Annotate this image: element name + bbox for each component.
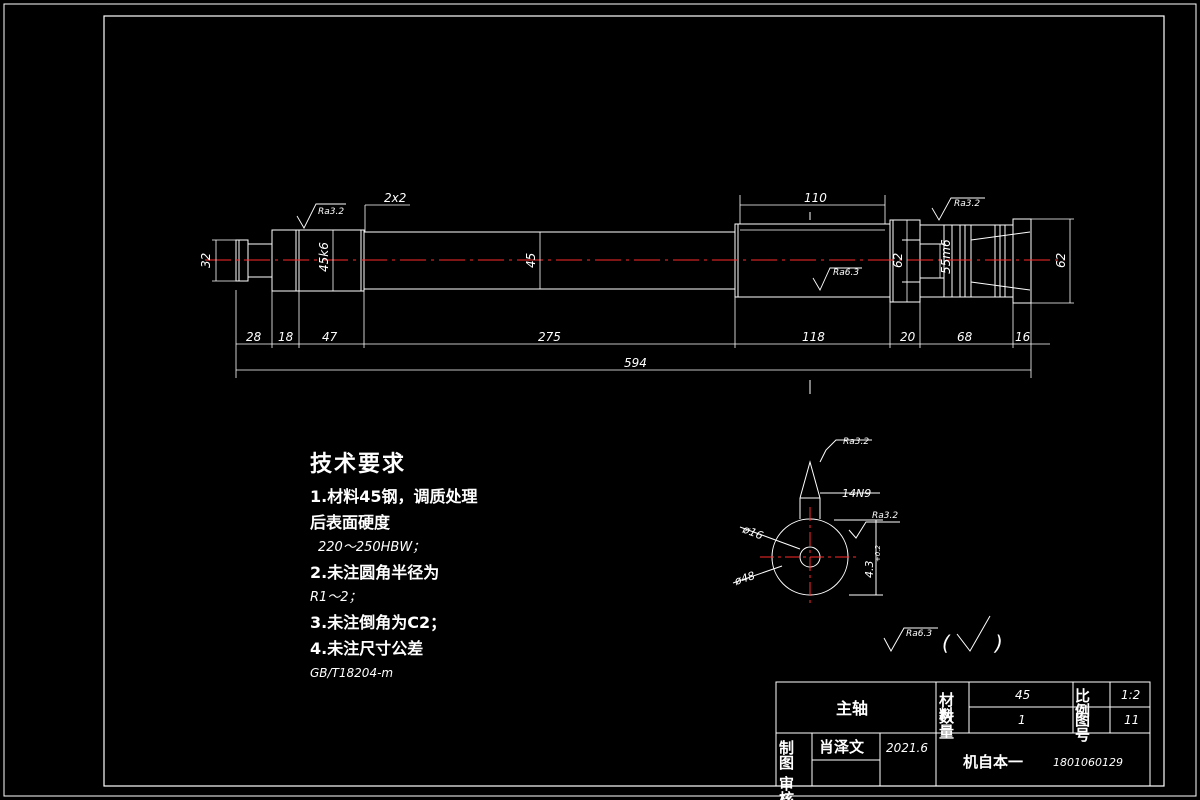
paren-right: ) <box>993 631 1003 655</box>
designer-name: 肖泽文 <box>819 738 865 756</box>
keyway-label: 14N9 <box>842 487 871 500</box>
student-no: 1801060129 <box>1053 756 1123 769</box>
note-line-8: GB/T18204-m <box>310 666 394 680</box>
dim-depth-tol: +0.2 <box>874 544 882 562</box>
ra-general: Ra6.3 <box>906 629 932 639</box>
dim-594: 594 <box>624 356 647 370</box>
notes-heading: 技术要求 <box>310 452 407 477</box>
note-line-1: 1.材料45钢，调质处理 <box>310 487 478 506</box>
ra-main-3: Ra3.2 <box>954 199 980 209</box>
dim-45k6: 45k6 <box>317 242 331 272</box>
dim-28: 28 <box>246 330 262 344</box>
school-class: 机自本一 <box>963 753 1023 771</box>
technical-requirements: 技术要求 1.材料45钢，调质处理 后表面硬度 220〜250HBW； 2.未注… <box>310 446 477 684</box>
general-roughness <box>883 615 991 653</box>
inner-frame <box>103 15 1165 787</box>
dim-62-a: 62 <box>891 253 905 268</box>
paren-left: ( <box>942 631 951 655</box>
dim-275: 275 <box>538 330 561 344</box>
note-line-7: 4.未注尺寸公差 <box>310 639 424 658</box>
label-drawn: 制图 <box>777 739 795 771</box>
diameter-dims <box>212 218 1074 304</box>
dim-55m6: 55m6 <box>939 239 953 274</box>
ra-main-2: Ra6.3 <box>833 268 859 278</box>
ra-section-2: Ra3.2 <box>872 511 898 521</box>
shaft-outline <box>235 218 1032 304</box>
roughness-symbols <box>296 197 985 291</box>
roughness-labels: Ra3.2 Ra6.3 Ra3.2 <box>318 199 980 278</box>
dim-18: 18 <box>278 330 294 344</box>
dim-68: 68 <box>957 330 973 344</box>
date-value: 2021.6 <box>886 741 928 755</box>
label-checked: 审核 <box>777 775 795 800</box>
dim-45: 45 <box>524 253 538 268</box>
dim-110-lines <box>739 195 886 231</box>
material-value: 45 <box>1015 688 1030 702</box>
dim-32: 32 <box>199 253 213 268</box>
dim-47: 47 <box>322 330 338 344</box>
note-line-5: R1〜2； <box>310 590 362 605</box>
dim-2x2: 2x2 <box>384 191 406 205</box>
label-drawing-no: 图号 <box>1073 712 1091 743</box>
title-block-values: 45 1 1:2 11 2021.6 1801060129 <box>886 688 1140 769</box>
label-quantity: 数量 <box>937 708 955 739</box>
label-scale: 比例 <box>1073 687 1091 719</box>
dim-110: 110 <box>804 191 827 205</box>
dim-20: 20 <box>900 330 916 344</box>
dim-118: 118 <box>802 330 825 344</box>
part-name: 主轴 <box>836 699 868 718</box>
note-line-6: 3.未注倒角为C2； <box>310 613 447 632</box>
section-labels: 14N9 ø16 ø48 4.3 +0.2 <box>732 487 882 588</box>
dim-d16: ø16 <box>740 522 765 542</box>
sheet-value: 11 <box>1124 713 1139 727</box>
title-block-text: 主轴 材料 比例 数量 图号 制图 审核 肖泽文 机自本一 <box>777 687 1091 800</box>
diameter-labels: 32 45k6 45 62 55m6 62 <box>199 239 1068 274</box>
note-line-2: 后表面硬度 <box>310 513 391 532</box>
note-line-4: 2.未注圆角半径为 <box>310 563 440 582</box>
section-ra: Ra3.2 Ra3.2 <box>843 437 898 521</box>
dim-16: 16 <box>1015 330 1031 344</box>
length-dims <box>235 290 1050 378</box>
title-block-grid <box>775 681 1151 787</box>
scale-value: 1:2 <box>1121 688 1140 702</box>
dim-depth: 4.3 <box>863 561 876 579</box>
outer-frame <box>3 3 1197 797</box>
note-line-3: 220〜250HBW； <box>318 540 426 555</box>
section-view <box>732 439 900 596</box>
quantity-value: 1 <box>1018 713 1026 727</box>
ra-section-1: Ra3.2 <box>843 437 869 447</box>
ra-main-1: Ra3.2 <box>318 207 344 217</box>
dim-d48: ø48 <box>732 569 757 588</box>
dim-62-b: 62 <box>1054 253 1068 268</box>
label-material: 材料 <box>937 691 955 723</box>
length-labels: 28 18 47 275 118 20 68 16 594 <box>246 330 1031 370</box>
